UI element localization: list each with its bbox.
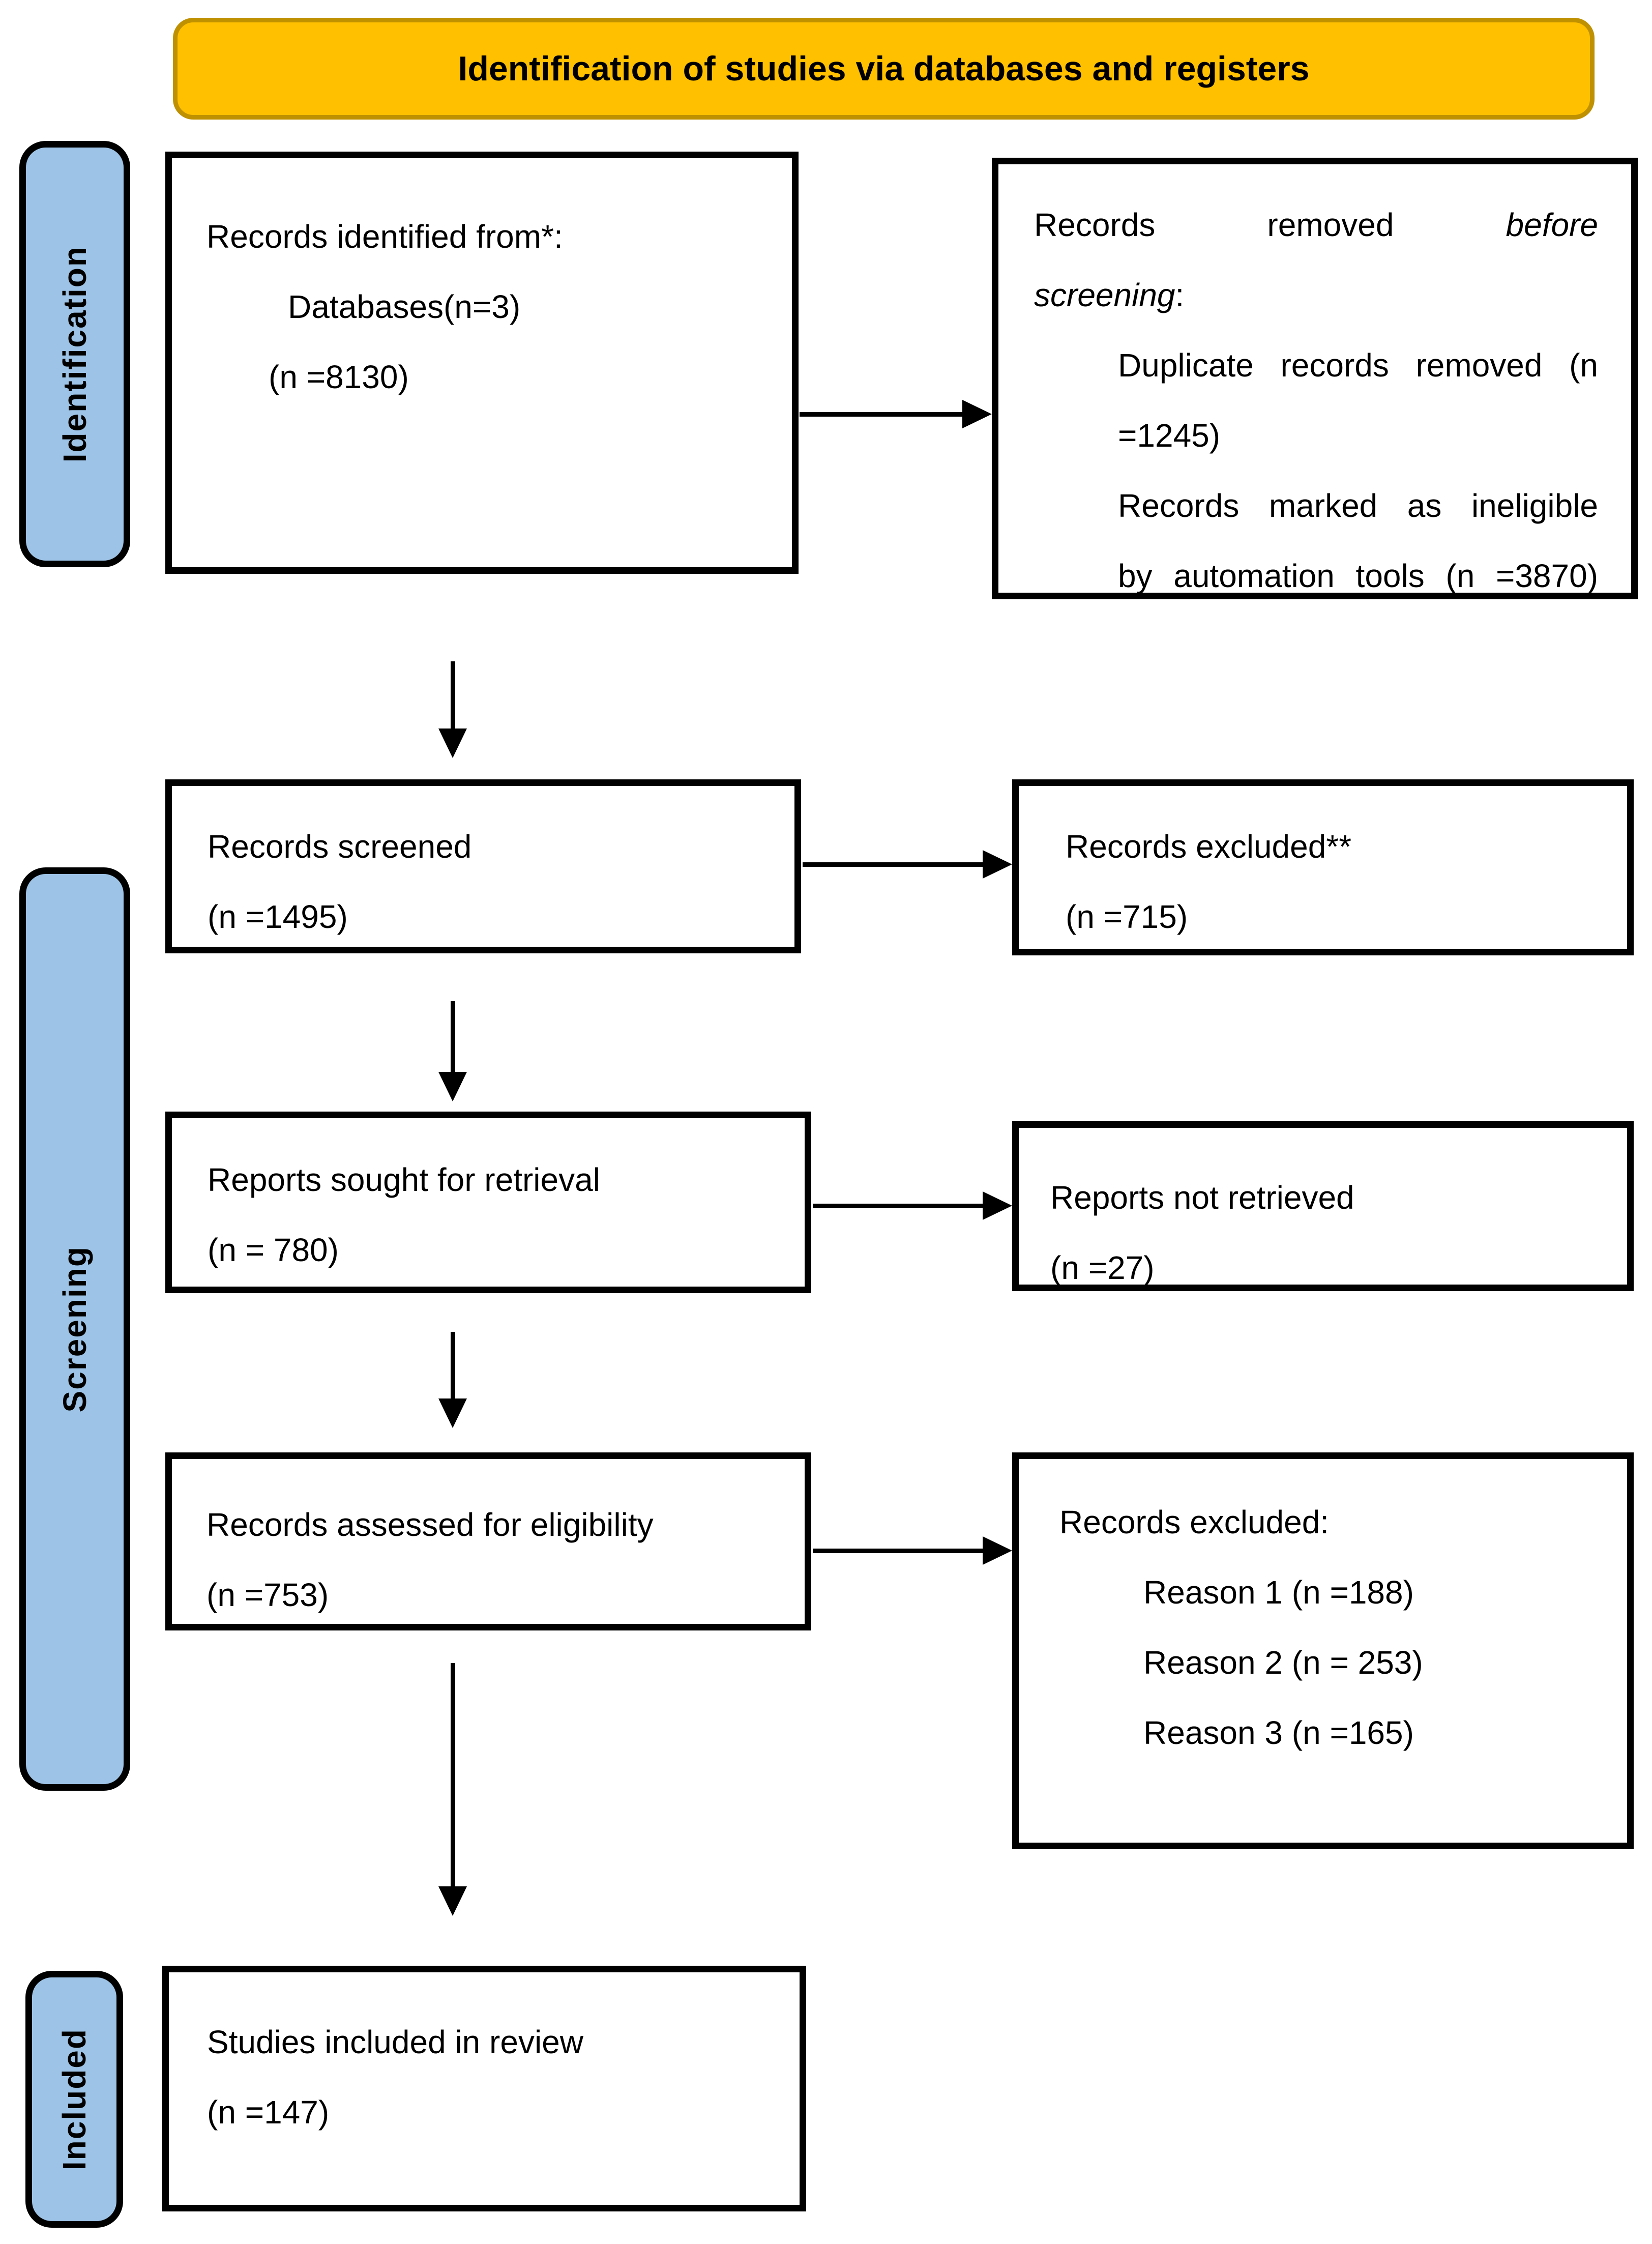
arrow-head-down-icon [438, 1886, 467, 1916]
box-records-screened: Records screened (n =1495) [165, 779, 801, 953]
arrow-shaft [803, 862, 983, 867]
sidebar-screening-label: Screening [56, 1245, 93, 1413]
records-excluded-line1: Records excluded** [1066, 828, 1352, 865]
banner-title: Identification of studies via databases … [458, 49, 1310, 88]
arrow-assessed-to-included [438, 1663, 467, 1916]
records-identified-line2: Databases(n=3) [288, 288, 521, 325]
box-reports-not-retrieved: Reports not retrieved (n =27) [1012, 1121, 1634, 1291]
records-assessed-line2: (n =753) [206, 1577, 329, 1613]
sidebar-included: Included [25, 1971, 123, 2228]
reports-sought-line1: Reports sought for retrieval [208, 1161, 600, 1198]
box-records-excluded-reasons: Records excluded: Reason 1 (n =188) Reas… [1012, 1452, 1634, 1849]
arrow-head-down-icon [438, 1398, 467, 1428]
records-identified-line1: Records identified from*: [206, 218, 563, 255]
arrow-sought-to-notretrieved [813, 1191, 1012, 1220]
records-removed-item1-line1: Duplicate records removed (n [1118, 347, 1598, 384]
sidebar-included-label: Included [56, 2028, 93, 2171]
records-removed-item2-line2: by automation tools (n =3870) [1118, 558, 1598, 594]
reports-sought-line2: (n = 780) [208, 1232, 339, 1268]
arrow-shaft [450, 1332, 455, 1398]
arrow-assessed-to-reasons [813, 1536, 1012, 1565]
arrow-screened-to-excluded [803, 850, 1012, 879]
arrow-sought-to-assessed [438, 1332, 467, 1428]
box-records-identified: Records identified from*: Databases(n=3)… [165, 152, 799, 574]
records-screened-line1: Records screened [208, 828, 472, 865]
records-excluded-line2: (n =715) [1066, 898, 1188, 935]
arrow-shaft [800, 412, 962, 417]
arrow-shaft [813, 1548, 983, 1553]
arrow-screened-to-sought [438, 1001, 467, 1101]
arrow-shaft [450, 661, 455, 728]
arrow-head-right-icon [983, 850, 1012, 879]
arrow-shaft [450, 1663, 455, 1886]
arrow-identified-to-screened [438, 661, 467, 758]
reports-not-retrieved-line1: Reports not retrieved [1050, 1179, 1354, 1216]
records-removed-line2: screening: [1034, 277, 1185, 313]
box-records-assessed: Records assessed for eligibility (n =753… [165, 1452, 811, 1630]
records-assessed-line1: Records assessed for eligibility [206, 1506, 654, 1543]
studies-included-line1: Studies included in review [207, 2024, 583, 2060]
excluded-reason-2: Reason 2 (n = 253) [1143, 1644, 1423, 1681]
reports-not-retrieved-line2: (n =27) [1050, 1249, 1155, 1286]
arrow-head-down-icon [438, 1072, 467, 1101]
records-removed-line1: Records removed before [1034, 207, 1598, 243]
records-removed-item2-line1: Records marked as ineligible [1118, 487, 1598, 524]
records-identified-line3: (n =8130) [269, 359, 409, 395]
records-removed-item1-line2: =1245) [1118, 417, 1221, 454]
arrow-head-right-icon [962, 400, 992, 428]
sidebar-identification-label: Identification [56, 245, 93, 463]
sidebar-identification: Identification [19, 141, 130, 567]
arrow-shaft [813, 1203, 983, 1208]
arrow-head-right-icon [983, 1536, 1012, 1565]
box-studies-included: Studies included in review (n =147) [162, 1966, 806, 2211]
box-reports-sought: Reports sought for retrieval (n = 780) [165, 1112, 811, 1293]
arrow-shaft [450, 1001, 455, 1072]
banner: Identification of studies via databases … [173, 18, 1595, 120]
studies-included-line2: (n =147) [207, 2094, 330, 2131]
box-records-removed: Records removed before screening: Duplic… [992, 158, 1638, 599]
excluded-reason-3: Reason 3 (n =165) [1143, 1714, 1414, 1751]
sidebar-screening: Screening [19, 867, 130, 1791]
arrow-head-right-icon [983, 1191, 1012, 1220]
arrow-head-down-icon [438, 728, 467, 758]
excluded-reason-1: Reason 1 (n =188) [1143, 1574, 1414, 1611]
records-screened-line2: (n =1495) [208, 898, 348, 935]
box-records-excluded: Records excluded** (n =715) [1012, 779, 1634, 955]
excluded-reasons-header: Records excluded: [1059, 1504, 1330, 1540]
arrow-identified-to-removed [800, 400, 992, 428]
